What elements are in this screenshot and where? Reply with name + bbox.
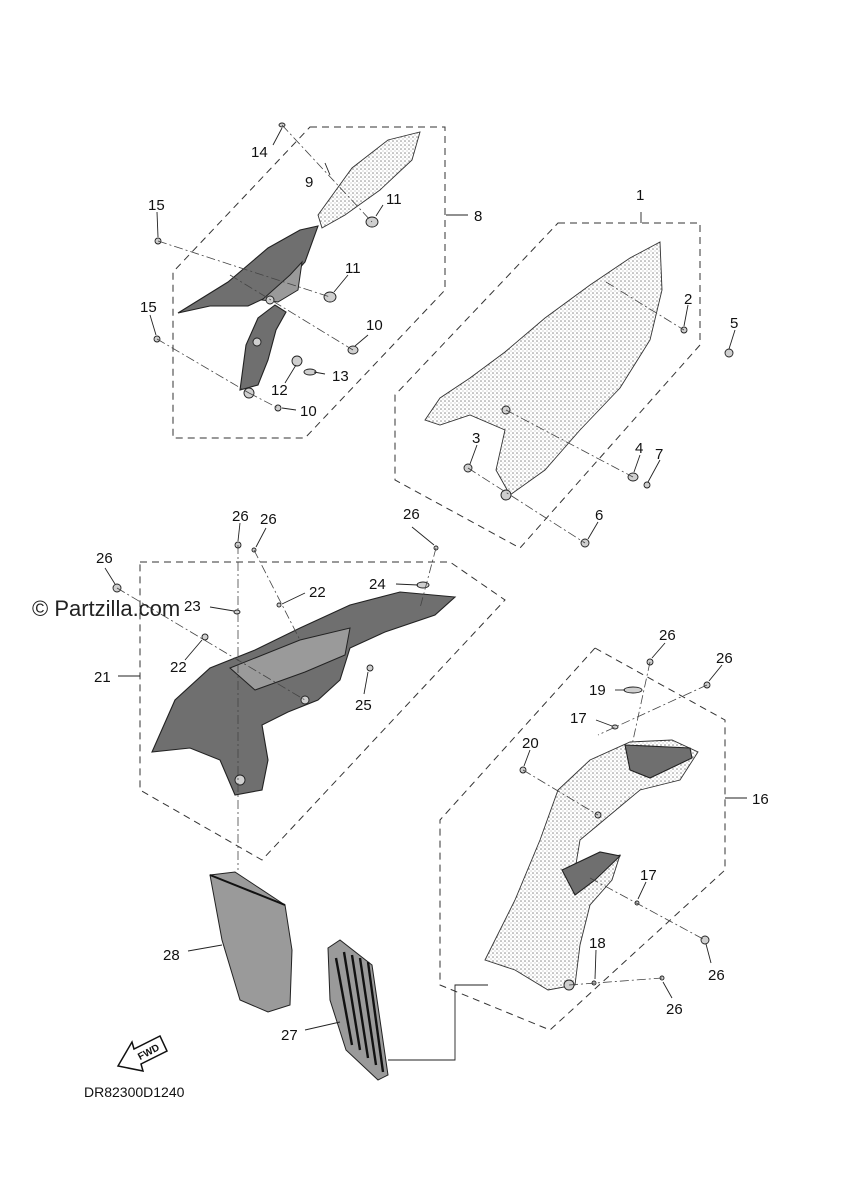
part-27-vent-grille <box>327 939 389 1081</box>
callout-16: 16 <box>752 791 769 808</box>
callout-7: 7 <box>655 446 663 463</box>
part-16-front-side-panel <box>484 739 699 991</box>
callout-26f: 26 <box>716 650 733 667</box>
group-box-21 <box>139 561 506 861</box>
part-1-side-cowl <box>424 241 663 501</box>
callout-17a: 17 <box>570 710 587 727</box>
part-8-bracket-assembly <box>177 225 319 399</box>
callout-4: 4 <box>635 440 643 457</box>
connector-line-27-16 <box>388 984 488 1061</box>
callout-2: 2 <box>684 291 692 308</box>
callout-26h: 26 <box>666 1001 683 1018</box>
callout-3: 3 <box>472 430 480 447</box>
diagram-code: DR82300D1240 <box>84 1084 185 1100</box>
callout-5: 5 <box>730 315 738 332</box>
callout-24: 24 <box>369 576 386 593</box>
group-box-8 <box>172 126 446 439</box>
callout-26a: 26 <box>232 508 249 525</box>
callout-11b: 11 <box>345 260 361 277</box>
callout-15b: 15 <box>140 299 157 316</box>
callout-10b: 10 <box>300 403 317 420</box>
callout-1: 1 <box>636 187 644 204</box>
callout-25: 25 <box>355 697 372 714</box>
callout-17b: 17 <box>640 867 657 884</box>
callout-labels: 1 2 3 4 5 6 7 8 9 10 10 11 11 12 13 14 1… <box>94 144 769 1044</box>
callout-22b: 22 <box>170 659 187 676</box>
watermark-text: © Partzilla.com <box>32 596 180 621</box>
callout-19: 19 <box>589 682 606 699</box>
callout-26b: 26 <box>260 511 277 528</box>
callout-6: 6 <box>595 507 603 524</box>
group-box-1 <box>394 222 701 549</box>
callout-18: 18 <box>589 935 606 952</box>
callout-23: 23 <box>184 598 201 615</box>
callout-11a: 11 <box>386 191 402 208</box>
callout-20: 20 <box>522 735 539 752</box>
part-21-lower-cowl <box>151 591 457 796</box>
callout-26d: 26 <box>96 550 113 567</box>
callout-21: 21 <box>94 669 111 686</box>
callout-26e: 26 <box>659 627 676 644</box>
part-28-inner-panel <box>209 871 293 1013</box>
fwd-arrow-icon: FWD <box>116 1034 168 1072</box>
callout-22a: 22 <box>309 584 326 601</box>
hardware-group-21 <box>112 541 439 672</box>
callout-15a: 15 <box>148 197 165 214</box>
callout-26c: 26 <box>403 506 420 523</box>
group-box-16 <box>439 647 726 1031</box>
part-9-upper-panel <box>317 131 421 229</box>
leader-lines <box>104 127 747 1031</box>
callout-10a: 10 <box>366 317 383 334</box>
callout-27: 27 <box>281 1027 298 1044</box>
callout-28: 28 <box>163 947 180 964</box>
callout-9: 9 <box>305 174 313 191</box>
callout-12: 12 <box>271 382 288 399</box>
callout-13: 13 <box>332 368 349 385</box>
callout-26g: 26 <box>708 967 725 984</box>
callout-14: 14 <box>251 144 268 161</box>
callout-8: 8 <box>474 208 482 225</box>
